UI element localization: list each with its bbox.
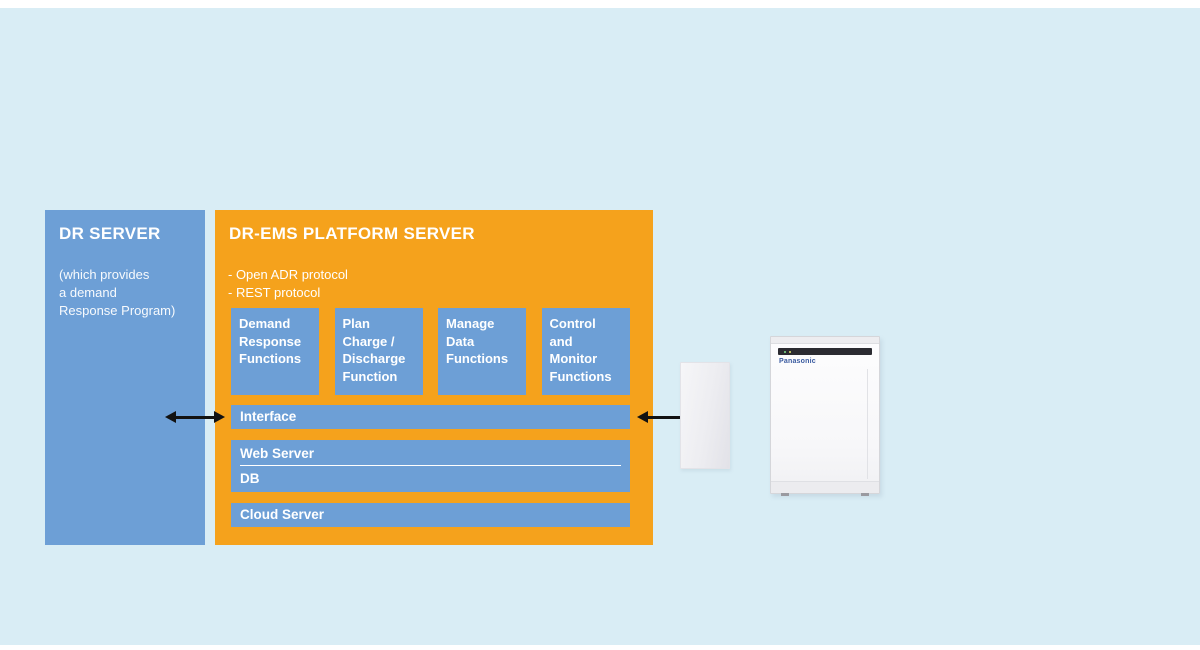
appliance-base bbox=[771, 481, 879, 493]
db-row: DB bbox=[231, 466, 630, 491]
web-server-row: Web Server bbox=[231, 440, 630, 465]
appliance-brand-logo: Panasonic bbox=[779, 358, 816, 365]
appliance-door-edge bbox=[867, 369, 868, 479]
storage-battery-unit: Panasonic bbox=[770, 336, 880, 496]
double-arrow-platform-to-device bbox=[637, 411, 695, 422]
appliance-foot-left bbox=[781, 493, 789, 496]
double-arrow-dr-to-platform bbox=[165, 411, 225, 422]
wall-panel-device bbox=[680, 362, 730, 469]
function-box-manage-data: Manage Data Functions bbox=[438, 308, 526, 395]
dr-server-box: DR SERVER (which provides a demand Respo… bbox=[45, 210, 205, 545]
interface-layer-bar: Interface bbox=[231, 405, 630, 429]
protocol-rest: - REST protocol bbox=[228, 285, 321, 300]
web-server-label: Web Server bbox=[240, 446, 315, 461]
db-label: DB bbox=[240, 471, 260, 486]
function-box-plan-charge-discharge: Plan Charge / Discharge Function bbox=[334, 308, 423, 395]
function-box-demand-response: Demand Response Functions bbox=[231, 308, 319, 395]
function-box-label: Control and Monitor Functions bbox=[549, 316, 612, 384]
platform-server-title: DR-EMS PLATFORM SERVER bbox=[229, 224, 475, 243]
function-row: Demand Response Functions Plan Charge / … bbox=[231, 308, 630, 395]
dr-server-description: (which provides a demand Response Progra… bbox=[59, 267, 176, 318]
dr-server-title: DR SERVER bbox=[59, 224, 161, 243]
appliance-display-strip bbox=[778, 348, 872, 355]
appliance-foot-right bbox=[861, 493, 869, 496]
function-box-label: Demand Response Functions bbox=[239, 316, 302, 366]
cloud-server-label: Cloud Server bbox=[240, 507, 325, 522]
protocol-list: - Open ADR protocol - REST protocol bbox=[228, 266, 348, 302]
platform-server-box: DR-EMS PLATFORM SERVER - Open ADR protoc… bbox=[215, 210, 653, 545]
function-box-control-monitor: Control and Monitor Functions bbox=[541, 308, 630, 395]
cloud-server-layer-bar: Cloud Server bbox=[231, 503, 630, 527]
interface-layer-label: Interface bbox=[240, 409, 297, 424]
function-box-label: Manage Data Functions bbox=[446, 316, 509, 366]
web-server-db-layer-bar: Web Server DB bbox=[231, 440, 630, 492]
web-server-db-divider bbox=[240, 465, 621, 466]
function-box-label: Plan Charge / Discharge Function bbox=[342, 316, 406, 384]
appliance-top-lid bbox=[771, 337, 879, 344]
protocol-open-adr: - Open ADR protocol bbox=[228, 267, 348, 282]
